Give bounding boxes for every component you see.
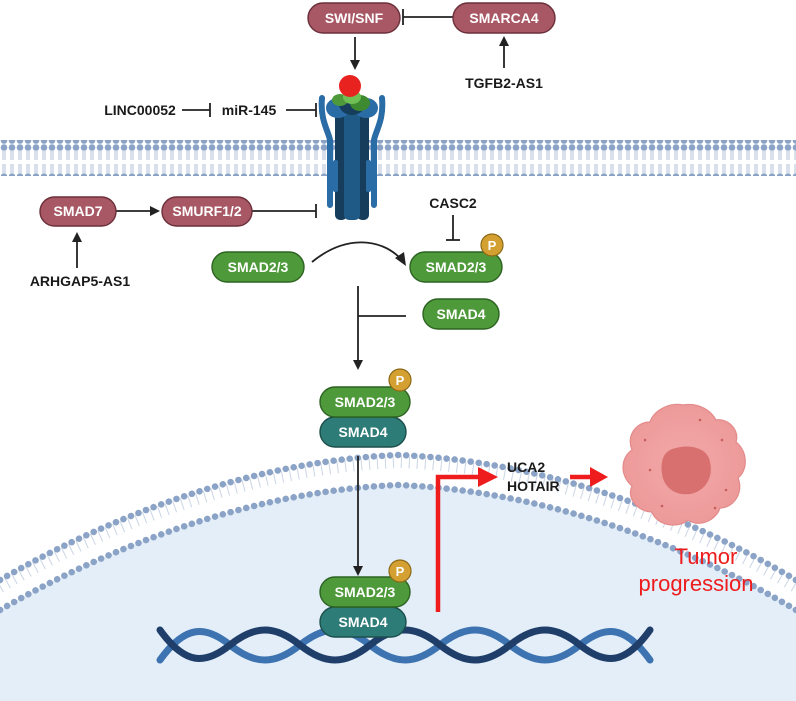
tumor-label: Tumor (675, 544, 738, 569)
svg-text:P: P (396, 373, 405, 388)
smarca4-node: SMARCA4 (452, 2, 556, 34)
smurf-node: SMURF1/2 (161, 196, 253, 227)
smad23-node: SMAD2/3 (211, 251, 305, 283)
arhgap5-as1-label: ARHGAP5-AS1 (30, 273, 131, 289)
linc00052-label: LINC00052 (104, 102, 176, 118)
smad4-node: SMAD4 (422, 298, 500, 330)
tgfb2-as1-label: TGFB2-AS1 (465, 75, 543, 91)
svg-text:SMAD2/3: SMAD2/3 (335, 584, 396, 600)
uca2-label: UCA2 (507, 459, 545, 475)
hotair-label: HOTAIR (507, 478, 560, 494)
dna-helix (156, 626, 654, 664)
progression-label: progression (639, 571, 754, 596)
svg-text:SMAD4: SMAD4 (338, 424, 387, 440)
svg-text:SMAD2/3: SMAD2/3 (426, 259, 487, 275)
svg-text:P: P (396, 564, 405, 579)
tumor-cell-icon (622, 403, 746, 526)
svg-text:SMAD4: SMAD4 (436, 306, 485, 322)
svg-text:SMAD2/3: SMAD2/3 (228, 259, 289, 275)
plasma-membrane (0, 140, 796, 176)
connectors (72, 9, 509, 576)
smad-complex-cytoplasm: SMAD4 SMAD2/3 P (319, 368, 412, 448)
svg-text:SMURF1/2: SMURF1/2 (172, 203, 241, 219)
phosphate-icon (388, 559, 412, 583)
phosphate-icon (388, 368, 412, 392)
casc2-label: CASC2 (429, 195, 477, 211)
mir-145-label: miR-145 (222, 102, 277, 118)
svg-text:SMARCA4: SMARCA4 (469, 10, 538, 26)
svg-text:SMAD4: SMAD4 (338, 614, 387, 630)
svg-text:SMAD2/3: SMAD2/3 (335, 394, 396, 410)
transcription-arrow (435, 467, 608, 612)
tgf-beta-ligand (339, 75, 361, 97)
svg-text:SMAD7: SMAD7 (53, 203, 102, 219)
smad-complex-nucleus: SMAD4 SMAD2/3 P (319, 559, 412, 638)
svg-text:SWI/SNF: SWI/SNF (325, 10, 384, 26)
smad7-node: SMAD7 (39, 196, 117, 227)
smad23-phospho-node: SMAD2/3 P (409, 233, 504, 283)
swi-snf-node: SWI/SNF (307, 2, 401, 34)
tgf-beta-receptor (318, 75, 386, 220)
svg-text:P: P (488, 238, 497, 253)
phosphate-icon (480, 233, 504, 257)
